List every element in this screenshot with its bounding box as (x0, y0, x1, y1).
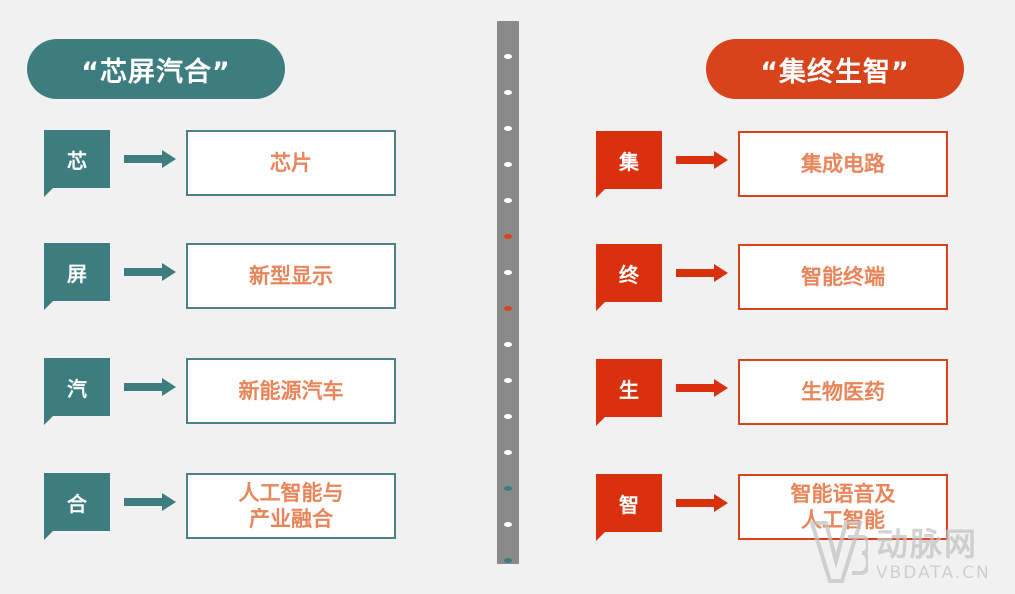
row-label: 芯片 (270, 151, 312, 175)
left-title-pill: “芯屏汽合” (27, 39, 285, 99)
divider-dot (504, 198, 512, 203)
divider-dot (504, 378, 512, 383)
row-label: 智能语音及 人工智能 (790, 482, 896, 532)
divider-dot (504, 342, 512, 347)
row-tag: 集 (596, 131, 662, 198)
row-tag: 屏 (44, 243, 110, 310)
watermark-domain: VBDATA.CN (876, 563, 991, 583)
watermark-brand: 动脉网 (876, 525, 979, 563)
left-row-ev: 汽 新能源汽车 (44, 358, 396, 425)
divider-dot (504, 54, 512, 59)
divider-dot (504, 90, 512, 95)
row-box: 智能终端 (738, 244, 948, 310)
divider-dot (504, 522, 512, 527)
divider-dot (504, 486, 512, 491)
row-label: 新能源汽车 (238, 379, 344, 403)
arrow-right-icon (676, 151, 728, 169)
row-box: 生物医药 (738, 359, 948, 425)
row-label: 智能终端 (801, 265, 885, 289)
divider-dot (504, 558, 512, 563)
row-box: 新型显示 (186, 243, 396, 309)
row-box: 集成电路 (738, 131, 948, 197)
row-tag: 生 (596, 359, 662, 426)
left-title: “芯屏汽合” (81, 56, 231, 88)
arrow-right-icon (124, 493, 176, 511)
arrow-right-icon (124, 150, 176, 168)
left-row-display: 屏 新型显示 (44, 243, 396, 310)
arrow-right-icon (676, 494, 728, 512)
arrow-right-icon (676, 379, 728, 397)
right-title-pill: “集终生智” (706, 39, 964, 99)
row-label: 生物医药 (801, 380, 885, 404)
arrow-right-icon (124, 378, 176, 396)
row-tag: 芯 (44, 130, 110, 197)
row-tag: 合 (44, 473, 110, 540)
row-box: 人工智能与 产业融合 (186, 473, 396, 539)
right-title: “集终生智” (760, 56, 910, 88)
arrow-right-icon (124, 263, 176, 281)
left-row-ai: 合 人工智能与 产业融合 (44, 473, 396, 540)
divider-dot (504, 162, 512, 167)
row-label: 人工智能与 产业融合 (238, 481, 344, 531)
row-label: 新型显示 (249, 264, 333, 288)
row-box: 新能源汽车 (186, 358, 396, 424)
divider-dot (504, 414, 512, 419)
right-row-terminal: 终 智能终端 (596, 244, 948, 311)
vb-logo-icon (809, 521, 868, 583)
divider-dot (504, 450, 512, 455)
right-row-ic: 集 集成电路 (596, 131, 948, 198)
row-label: 集成电路 (801, 152, 885, 176)
right-row-bio: 生 生物医药 (596, 359, 948, 426)
vertical-divider (497, 21, 519, 564)
row-box: 芯片 (186, 130, 396, 196)
divider-dot (504, 270, 512, 275)
row-tag: 汽 (44, 358, 110, 425)
row-tag: 智 (596, 474, 662, 541)
divider-dot (504, 306, 512, 311)
left-row-chip: 芯 芯片 (44, 130, 396, 197)
divider-dot (504, 126, 512, 131)
watermark: 动脉网 VBDATA.CN (808, 515, 1008, 590)
row-tag: 终 (596, 244, 662, 311)
arrow-right-icon (676, 264, 728, 282)
divider-dot (504, 234, 512, 239)
